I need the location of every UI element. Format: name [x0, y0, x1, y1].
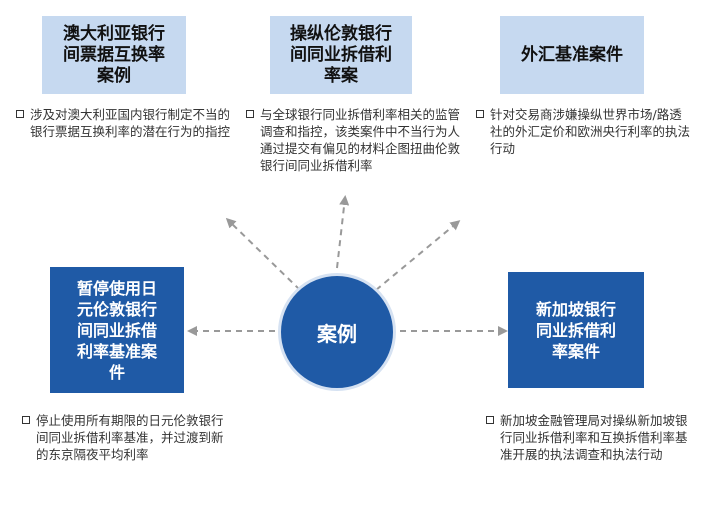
case-description-text: 针对交易商涉嫌操纵世界市场/路透社的外汇定价和欧洲央行利率的执法行动	[490, 107, 691, 156]
case-description-libor-manipulation: 与全球银行同业拆借利率相关的监管调查和指控，该类案件中不当行为人通过提交有偏见的…	[246, 106, 460, 174]
hollow-square-bullet-icon	[246, 110, 254, 118]
case-title-line: 间同业拆借利	[290, 44, 392, 65]
case-title-line: 新加坡银行	[535, 299, 616, 319]
case-description-text: 新加坡金融管理局对操纵新加坡银行同业拆借利率和互换拆借利率基准开展的执法调查和执…	[500, 413, 688, 462]
case-title-line: 元伦敦银行	[76, 299, 157, 319]
case-title-line: 间同业拆借	[76, 320, 157, 340]
case-box-yen-libor-cessation: 暂停使用日 元伦敦银行 间同业拆借 利率基准案 件	[50, 267, 184, 393]
case-description-text: 停止使用所有期限的日元伦敦银行间同业拆借利率基准，并过渡到新的东京隔夜平均利率	[36, 413, 224, 462]
case-title-line: 操纵伦敦银行	[290, 23, 392, 44]
case-box-sibor: 新加坡银行 同业拆借利 率案件	[508, 272, 644, 388]
hollow-square-bullet-icon	[486, 416, 494, 424]
case-title-line: 外汇基准案件	[521, 44, 623, 65]
dashed-arrow-icon	[225, 217, 301, 291]
center-node: 案例	[278, 273, 396, 391]
case-description-yen-libor-cessation: 停止使用所有期限的日元伦敦银行间同业拆借利率基准，并过渡到新的东京隔夜平均利率	[22, 412, 230, 463]
dashed-arrow-icon	[375, 220, 461, 291]
case-description-sibor: 新加坡金融管理局对操纵新加坡银行同业拆借利率和互换拆借利率基准开展的执法调查和执…	[486, 412, 698, 463]
case-box-libor-manipulation: 操纵伦敦银行 间同业拆借利 率案	[270, 16, 412, 94]
case-title-line: 率案	[324, 65, 358, 86]
hollow-square-bullet-icon	[16, 110, 24, 118]
hollow-square-bullet-icon	[22, 416, 30, 424]
case-title-line: 件	[108, 362, 125, 382]
case-description-text: 涉及对澳大利亚国内银行制定不当的银行票据互换利率的潜在行为的指控	[30, 107, 231, 139]
dashed-arrow-icon	[336, 195, 350, 269]
case-description-fx-benchmark: 针对交易商涉嫌操纵世界市场/路透社的外汇定价和欧洲央行利率的执法行动	[476, 106, 692, 157]
case-title-line: 暂停使用日	[76, 278, 157, 298]
case-box-fx-benchmark: 外汇基准案件	[500, 16, 644, 94]
case-title-line: 率案件	[551, 341, 600, 361]
case-box-australia-bbsw: 澳大利亚银行 间票据互换率 案例	[42, 16, 186, 94]
case-description-text: 与全球银行同业拆借利率相关的监管调查和指控，该类案件中不当行为人通过提交有偏见的…	[260, 107, 461, 173]
case-title-line: 同业拆借利	[535, 320, 616, 340]
case-description-australia-bbsw: 涉及对澳大利亚国内银行制定不当的银行票据互换利率的潜在行为的指控	[16, 106, 234, 140]
case-title-line: 澳大利亚银行	[63, 23, 165, 44]
hollow-square-bullet-icon	[476, 110, 484, 118]
case-title-line: 利率基准案	[76, 341, 157, 361]
center-label: 案例	[317, 321, 357, 346]
case-title-line: 间票据互换率	[63, 44, 165, 65]
case-title-line: 案例	[97, 65, 131, 86]
